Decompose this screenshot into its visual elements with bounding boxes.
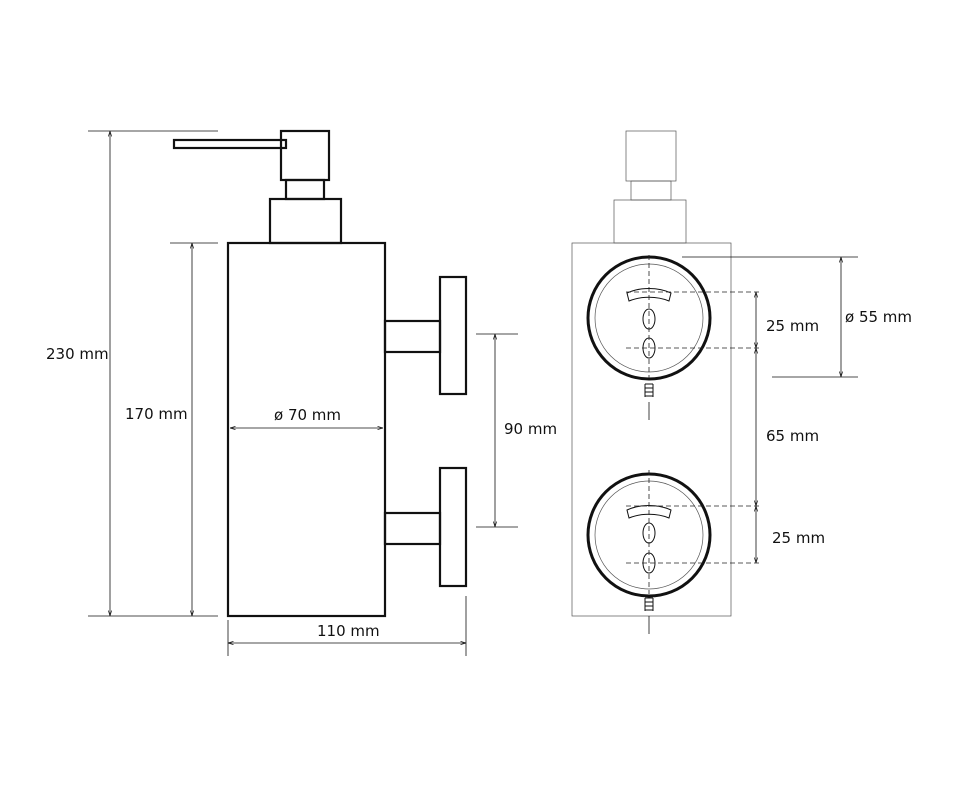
label-body-height: 170 mm — [125, 405, 188, 423]
dimension-25-bottom: 25 mm — [756, 506, 825, 563]
wall-bracket-upper — [383, 275, 468, 396]
pump-neck-rear — [630, 180, 672, 201]
keyhole-slot-icon — [626, 288, 672, 302]
dispenser-body — [226, 241, 387, 618]
rear-view: 25 mm 65 mm 25 mm ø 55 mm — [571, 130, 912, 634]
label-hole-spacing-middle: 65 mm — [766, 427, 819, 445]
dimension-170: 170 mm — [125, 242, 218, 616]
dimension-230: 230 mm — [46, 130, 218, 617]
mount-plate-upper — [586, 255, 712, 420]
keyhole-slot-icon — [626, 505, 672, 519]
screw-icon — [644, 597, 654, 611]
pump-neck — [284, 178, 326, 201]
dimension-110: 110 mm — [227, 596, 467, 656]
dimension-90: 90 mm — [476, 333, 557, 528]
dimension-65: 65 mm — [756, 348, 819, 506]
dimension-55: ø 55 mm — [682, 256, 912, 378]
label-body-diameter: ø 70 mm — [274, 406, 341, 424]
side-view: 230 mm 170 mm ø 70 mm 90 mm 110 mm — [46, 129, 557, 656]
pump-nozzle — [172, 138, 288, 150]
pump-head — [279, 129, 331, 182]
dimension-25-top: 25 mm — [756, 292, 819, 348]
label-mount-diameter: ø 55 mm — [845, 308, 912, 326]
label-total-height: 230 mm — [46, 345, 109, 363]
label-mount-spacing: 90 mm — [504, 420, 557, 438]
mount-plate-lower — [586, 470, 712, 634]
dimension-70: ø 70 mm — [230, 406, 383, 428]
screw-icon — [644, 383, 654, 397]
pump-head-rear — [625, 130, 677, 182]
label-hole-spacing-bottom: 25 mm — [772, 529, 825, 547]
pump-collar-rear — [613, 199, 687, 244]
backplate-outline — [571, 242, 732, 617]
pump-collar — [268, 197, 343, 245]
label-hole-spacing-top: 25 mm — [766, 317, 819, 335]
wall-bracket-lower — [383, 466, 468, 588]
label-total-depth: 110 mm — [317, 622, 380, 640]
